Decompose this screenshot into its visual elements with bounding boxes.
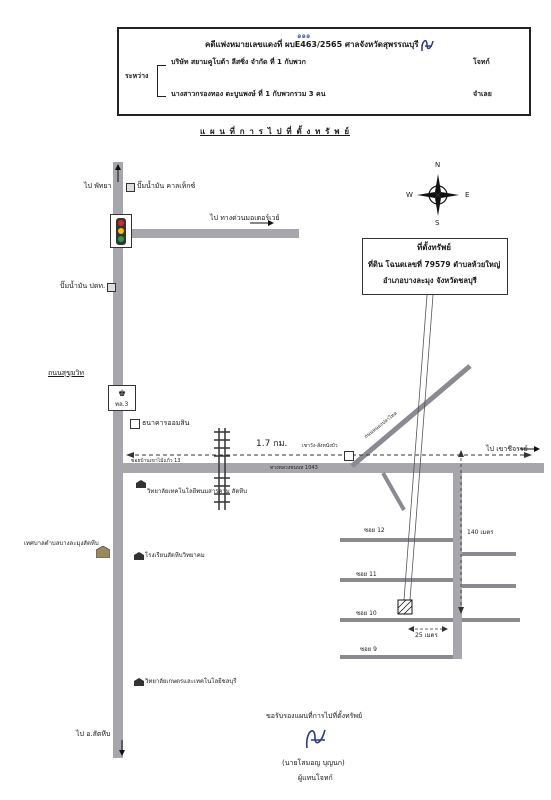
gas-station-icon-ptt bbox=[107, 283, 116, 292]
label-crossing: เขาวัง-สังหนังบัว bbox=[302, 443, 338, 449]
label-soi9: ซอย 9 bbox=[360, 646, 377, 653]
label-to-khao-chi-chan: ไป เขาชีจรรย์ bbox=[486, 445, 528, 453]
label-dist-140: 140 เมตร bbox=[467, 529, 494, 536]
soi9-road bbox=[340, 655, 453, 659]
signer-role: ผู้แทนโจทก์ bbox=[298, 774, 333, 782]
pointer-line-2 bbox=[409, 294, 434, 601]
certification-text: ขอรับรองแผนที่การไปที่ตั้งทรัพย์ bbox=[266, 712, 363, 720]
highway-number: ทล.3 bbox=[115, 401, 129, 408]
property-deed: ที่ดิน โฉนดเลขที่ 79579 ตำบลห้วยใหญ่ bbox=[368, 260, 501, 269]
compass-s: S bbox=[435, 219, 440, 227]
label-dist-25: 25 เมตร bbox=[415, 632, 438, 639]
compass-w: W bbox=[406, 191, 413, 199]
highway-marker: ♚ ทล.3 bbox=[108, 385, 136, 411]
case-header-box: คดีแพ่งหมายเลขแดงที่ ผบE463/2565 ศาลจังห… bbox=[117, 27, 531, 116]
label-sukhumvit: ถนนสุขุมวิท bbox=[48, 369, 85, 377]
label-tambon-office: เทศบาลตำบลบางละมุงสัตหีบ bbox=[24, 540, 99, 547]
label-road-1043: ทางหลวงชนบท 1043 bbox=[270, 465, 318, 471]
side-road-3 bbox=[462, 618, 520, 622]
signer-name: (นายโสมอญ บุญนก) bbox=[282, 759, 345, 767]
plaintiff-name: บริษัท สยามคูโบต้า ลีสซิ่ง จำกัด ที่ 1 ก… bbox=[171, 58, 306, 66]
branch-road bbox=[381, 472, 406, 511]
defendant-role: จำเลย bbox=[473, 90, 492, 98]
signature-mark-icon bbox=[419, 35, 435, 55]
soi11-road bbox=[340, 578, 453, 582]
compass-e: E bbox=[465, 191, 470, 199]
label-school2: วิทยาลัยเกษตรและเทคโนโลยีชลบุรี bbox=[145, 678, 237, 685]
defendant-name: นางสาวกรองทอง ตะบูนพงษ์ ที่ 1 กับพวกรวม … bbox=[171, 90, 326, 98]
soi10-road bbox=[340, 618, 453, 622]
map-title: แ ผ น ที่ ก า ร ไ ป ที่ ตั้ ง ท รั พ ย์ bbox=[200, 127, 351, 136]
gas-station-icon bbox=[126, 183, 135, 192]
label-to-sattahip: ไป อ.สัตหีบ bbox=[76, 730, 111, 738]
bracket bbox=[157, 65, 166, 97]
signature-icon bbox=[303, 722, 329, 752]
diagonal-road-ne bbox=[350, 364, 472, 468]
crossing-icon bbox=[344, 451, 354, 461]
between-label: ระหว่าง bbox=[125, 72, 149, 80]
label-soi12: ซอย 12 bbox=[364, 527, 385, 534]
property-district: อำเภอบางละมุง จังหวัดชลบุรี bbox=[383, 276, 477, 285]
label-school1: โรงเรียนสัตหีบวิทยาคม bbox=[145, 552, 205, 559]
case-correction: ๑๑๑ bbox=[297, 32, 311, 40]
label-distance: 1.7 กม. bbox=[256, 439, 288, 449]
school-icon bbox=[134, 552, 144, 560]
soi-main-road bbox=[453, 473, 462, 659]
label-gsb-bank: ธนาคารออมสิน bbox=[142, 419, 190, 427]
office-building-icon bbox=[96, 546, 110, 558]
school-icon-2 bbox=[134, 678, 144, 686]
bank-icon bbox=[130, 419, 140, 429]
side-road-2 bbox=[462, 584, 516, 588]
traffic-light-icon bbox=[110, 214, 132, 248]
label-soi11: ซอย 11 bbox=[356, 571, 377, 578]
label-college: วิทยาลัยเทคโนโลยีพนมสารคาม สัตหีบ bbox=[147, 488, 247, 495]
road-1043 bbox=[123, 463, 544, 473]
soi12-road bbox=[340, 538, 453, 542]
sukhumvit-road bbox=[113, 162, 123, 758]
case-number: คดีแพ่งหมายเลขแดงที่ ผบE463/2565 ศาลจังห… bbox=[205, 40, 419, 49]
label-soi-khao-mai-kaew: ซอยบ้านเขาไม้แก้ว 13 bbox=[131, 458, 181, 464]
college-icon bbox=[136, 480, 146, 488]
compass-icon: N S W E bbox=[406, 160, 469, 230]
shield-icon: ♚ bbox=[118, 389, 127, 399]
compass-n: N bbox=[435, 161, 441, 169]
side-road-1 bbox=[462, 552, 516, 556]
label-soi10: ซอย 10 bbox=[356, 610, 377, 617]
motorway-road bbox=[123, 229, 299, 238]
label-to-pattaya: ไป พัทยา bbox=[84, 182, 112, 190]
property-info-box: ที่ตั้งทรัพย์ ที่ดิน โฉนดเลขที่ 79579 ตำ… bbox=[362, 238, 508, 295]
label-gas-caltex: ปั๊มน้ำมัน คาลเท็กซ์ bbox=[137, 182, 196, 190]
label-to-motorway: ไป ทางด่วนมอเตอร์เวย์ bbox=[210, 214, 280, 222]
pointer-line-1 bbox=[403, 294, 428, 601]
plaintiff-role: โจทก์ bbox=[473, 58, 490, 66]
railway-ties bbox=[214, 431, 230, 503]
property-title: ที่ตั้งทรัพย์ bbox=[417, 243, 451, 252]
label-gas-ptt: ปั๊มน้ำมัน ปตท. bbox=[60, 282, 106, 290]
